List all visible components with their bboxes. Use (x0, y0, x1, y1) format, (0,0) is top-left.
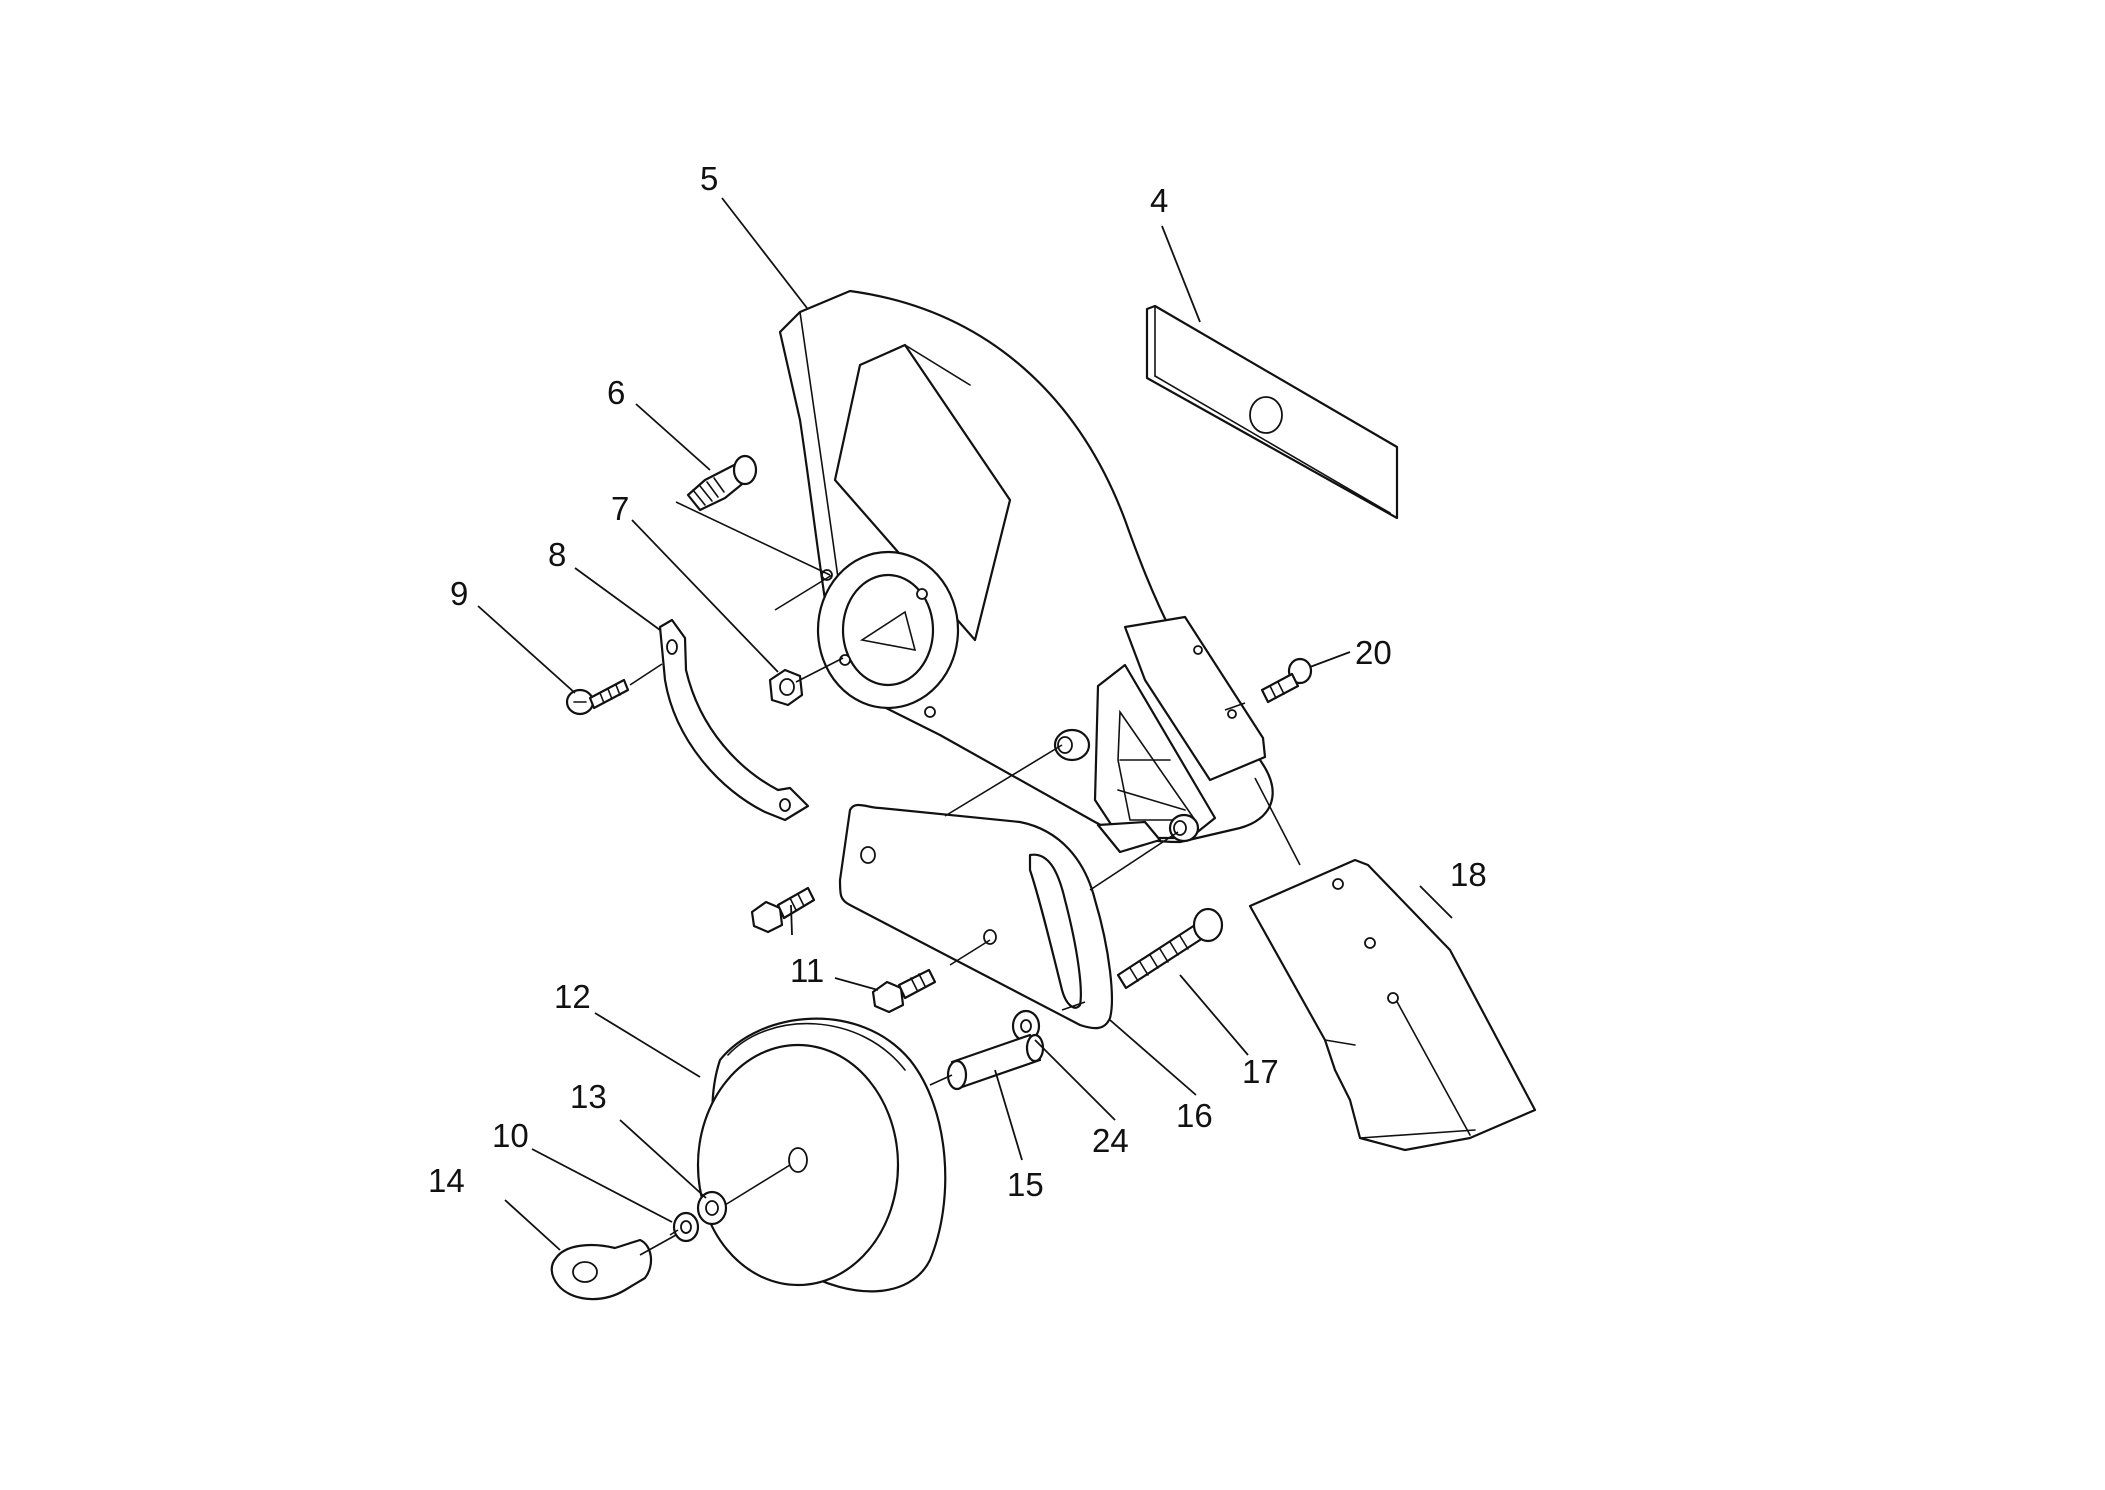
callout-labels: 4 5 6 7 8 9 10 11 12 13 14 15 16 17 18 2… (428, 160, 1487, 1203)
part-16-arm-plate (838, 803, 1113, 1030)
callout-18: 18 (1450, 856, 1487, 893)
callout-7: 7 (611, 490, 629, 527)
callout-13: 13 (570, 1078, 607, 1115)
callout-24: 24 (1092, 1122, 1129, 1159)
part-11-bolt-lower (871, 968, 937, 1014)
callout-9: 9 (450, 575, 468, 612)
plate-hole (1249, 396, 1283, 434)
part-12-wheel-cover (696, 1017, 947, 1293)
part-11-bolt-upper (750, 886, 816, 934)
part-15-spacer (946, 1033, 1045, 1091)
part-17-long-bolt (1116, 907, 1224, 990)
callout-11: 11 (790, 952, 824, 989)
callout-14: 14 (428, 1162, 465, 1199)
part-4-plate (1145, 304, 1399, 520)
callout-12: 12 (554, 978, 591, 1015)
assembly-axis-lines (629, 501, 1301, 1256)
part-9-screw (565, 678, 630, 716)
part-20-screw (1260, 657, 1313, 704)
callout-10: 10 (492, 1117, 529, 1154)
part-24-washer (1011, 1009, 1041, 1043)
callout-8: 8 (548, 536, 566, 573)
callout-16: 16 (1176, 1097, 1213, 1134)
callout-4: 4 (1150, 182, 1168, 219)
part-5-blade-guard (778, 289, 1274, 854)
part-7-nut (768, 668, 804, 707)
callout-17: 17 (1242, 1053, 1279, 1090)
callout-5: 5 (700, 160, 718, 197)
part-14-knob (550, 1238, 653, 1301)
part-10-washer (672, 1211, 700, 1243)
part-8-strap-bracket (658, 618, 810, 822)
callout-20: 20 (1355, 634, 1392, 671)
part-18-lower-guard (1248, 858, 1537, 1152)
part-13-washer (696, 1190, 728, 1226)
callout-15: 15 (1007, 1166, 1044, 1203)
part-6-screw (686, 454, 758, 512)
leader-lines (477, 197, 1453, 1251)
callout-6: 6 (607, 374, 625, 411)
